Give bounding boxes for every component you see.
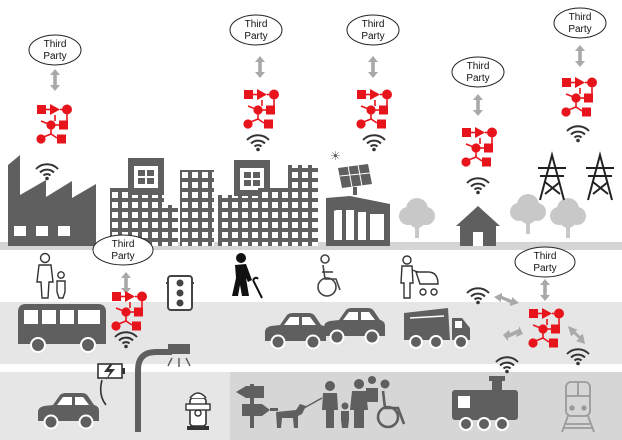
city-buildings-right (218, 160, 318, 246)
double-arrow-icon (255, 56, 265, 78)
rail-lane-right (230, 372, 622, 440)
third-party-bubble: Third Party (451, 56, 505, 88)
fire-hydrant-icon (185, 392, 211, 430)
street-lamp-icon (135, 344, 191, 432)
factory-icon (8, 155, 96, 246)
double-arrow-icon (368, 56, 378, 78)
house-icon (456, 206, 500, 246)
third-party-group-city: Third Party (229, 14, 283, 153)
svg-text:Third: Third (245, 19, 268, 30)
dog-walker-icon (270, 381, 338, 428)
parent-child-icon (36, 252, 66, 299)
red-network-node-icon (35, 103, 73, 145)
modern-building-icon (326, 196, 390, 246)
double-arrow-icon (540, 279, 550, 301)
bus-icon (18, 304, 106, 353)
third-party-bubble: Third Party (92, 234, 154, 266)
svg-text:Third: Third (467, 61, 490, 72)
double-arrow-icon (50, 69, 60, 91)
wifi-icon (35, 163, 59, 182)
third-party-bubble: Third Party (553, 7, 607, 39)
red-network-node-icon (560, 76, 598, 118)
svg-text:Third: Third (112, 239, 135, 250)
traffic-light-icon (166, 275, 194, 311)
svg-text:Party: Party (466, 73, 489, 84)
stroller-icon (400, 255, 439, 299)
svg-text:Party: Party (533, 263, 556, 274)
svg-text:Party: Party (43, 51, 66, 62)
third-party-group-power: Third Party (553, 7, 607, 144)
tram-icon (561, 381, 595, 433)
double-arrow-icon (575, 45, 585, 67)
steam-train-icon (452, 376, 518, 431)
tree-icon (399, 198, 435, 238)
svg-text:Party: Party (568, 24, 591, 35)
third-party-bubble: Third Party (514, 246, 576, 278)
svg-text:Party: Party (361, 31, 384, 42)
third-party-bubble: Third Party (346, 14, 400, 46)
wifi-icon (566, 125, 590, 144)
svg-text:☀: ☀ (330, 149, 341, 163)
third-party-group-vehicles: Third Party (466, 246, 590, 375)
third-party-group-house: Third Party (451, 56, 505, 196)
third-party-group-solar: Third Party (346, 14, 400, 153)
tree-icon (550, 198, 586, 238)
elderly-person-icon (232, 253, 263, 299)
direction-sign-icon (236, 384, 270, 428)
ev-charging-icon (97, 363, 125, 406)
wifi-icon (466, 287, 490, 306)
family-icon (341, 376, 378, 428)
red-network-node-icon (355, 88, 393, 130)
wheelchair-user-icon (317, 254, 341, 297)
wheelchair-icon (376, 379, 406, 429)
double-arrow-icon (494, 293, 585, 344)
dump-truck-icon (404, 308, 470, 349)
third-party-group-factory: Third Party (28, 34, 82, 182)
double-arrow-icon (121, 272, 131, 294)
power-tower-icon (538, 151, 614, 201)
wifi-icon (246, 134, 270, 153)
third-party-bubble: Third Party (28, 34, 82, 66)
red-network-node-icon (242, 88, 280, 130)
svg-text:Third: Third (362, 19, 385, 30)
wifi-icon (362, 134, 386, 153)
city-buildings-left (110, 158, 214, 246)
third-party-group-traffic: Third Party (92, 234, 154, 350)
third-party-bubble: Third Party (229, 14, 283, 46)
svg-text:Third: Third (44, 39, 67, 50)
svg-text:Third: Third (569, 12, 592, 23)
wifi-icon (466, 177, 490, 196)
double-arrow-icon (473, 94, 483, 116)
red-network-node-icon (460, 126, 498, 168)
solar-panel-icon: ☀ (330, 149, 372, 195)
svg-text:Party: Party (244, 31, 267, 42)
svg-text:Party: Party (111, 251, 134, 262)
svg-text:Third: Third (534, 251, 557, 262)
